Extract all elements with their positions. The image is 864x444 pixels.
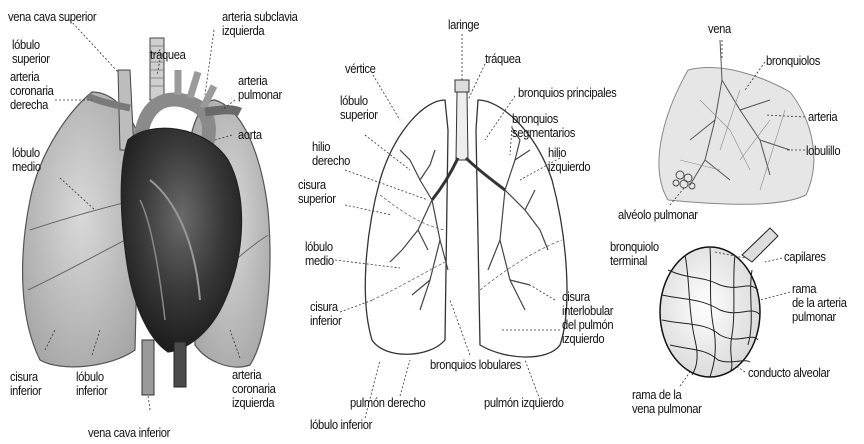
label-traquea-1: tráquea — [150, 48, 186, 62]
label-bronquios-principales: bronquios principales — [518, 86, 616, 100]
bronchial-right-lung-outline — [365, 100, 448, 354]
label-vertice: vértice — [345, 62, 376, 76]
label-conducto-alveolar: conducto alveolar — [748, 366, 830, 380]
label-vena-cava-inferior: vena cava inferior — [88, 426, 170, 440]
alveolus-figure — [660, 228, 790, 386]
label-lobulo-superior-2: lóbulo superior — [340, 94, 378, 122]
label-arteria-pulmonar: arteria pulmonar — [238, 74, 282, 102]
label-rama-vena-pulmonar: rama de la vena pulmonar — [632, 388, 701, 416]
label-pulmon-derecho: pulmón derecho — [350, 396, 425, 410]
lobule-shape — [659, 68, 814, 205]
label-bronquios-segmentarios: bronquios segmentarios — [512, 112, 575, 140]
label-pulmon-izquierdo: pulmón izquierdo — [484, 396, 564, 410]
label-hilio-derecho: hilio derecho — [312, 140, 350, 168]
label-traquea-2: tráquea — [485, 52, 521, 66]
label-cisura-inferior-2: cisura inferior — [310, 300, 341, 328]
label-cisura-inferior-1: cisura inferior — [10, 370, 41, 398]
label-laringe: laringe — [448, 18, 479, 32]
label-arteria-coronaria-izquierda: arteria coronaria izquierda — [232, 368, 276, 410]
label-arteria-coronaria-derecha: arteria coronaria derecha — [10, 70, 54, 112]
label-capilares: capilares — [784, 250, 826, 264]
label-lobulillo: lobulillo — [806, 144, 840, 158]
label-rama-arteria-pulmonar: rama de la arteria pulmonar — [792, 282, 847, 324]
label-lobulo-superior: lóbulo superior — [12, 38, 50, 66]
label-lobulo-inferior-2: lóbulo inferior — [310, 418, 372, 432]
label-vena-cava-superior: vena cava superior — [8, 10, 96, 24]
label-arteria: arteria — [808, 110, 837, 124]
label-bronquiolos: bronquiolos — [766, 54, 820, 68]
label-cisura-superior: cisura superior — [298, 178, 336, 206]
label-lobulo-medio-2: lóbulo medio — [305, 240, 334, 268]
label-alveolo-pulmonar: alvéolo pulmonar — [618, 208, 698, 222]
heart-lungs-figure — [23, 20, 270, 410]
inferior-vena-cava-shape — [142, 340, 154, 395]
label-cisura-interlobular: cisura interlobular del pulmón izquierdo — [562, 290, 613, 346]
bronchial-trachea-shape — [456, 92, 468, 160]
label-bronquiolo-terminal: bronquiolo terminal — [610, 240, 659, 268]
label-aorta: aorta — [238, 128, 262, 142]
label-arteria-subclavia-izquierda: arteria subclavia izquierda — [222, 10, 298, 38]
label-bronquios-lobulares: bronquios lobulares — [430, 358, 521, 372]
label-hilio-izquierdo: hilio izquierdo — [548, 146, 590, 174]
label-vena: vena — [708, 22, 731, 36]
label-lobulo-inferior-1: lóbulo inferior — [76, 370, 107, 398]
label-lobulo-medio-1: lóbulo medio — [12, 146, 41, 174]
